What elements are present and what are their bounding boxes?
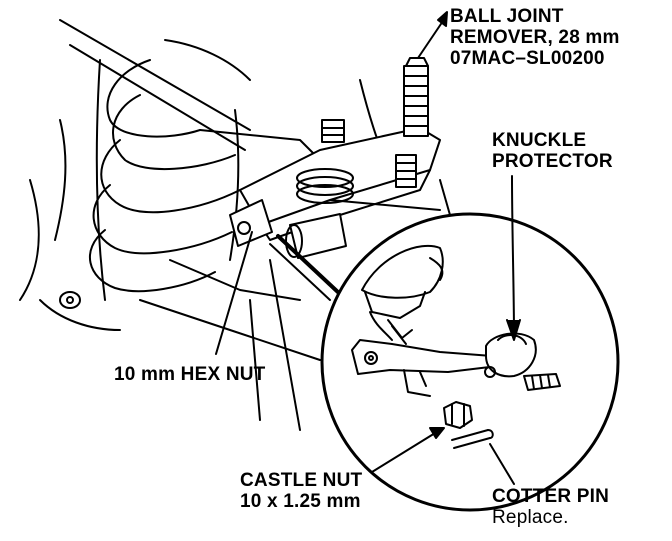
detail-circle	[320, 175, 620, 512]
knuckle-protector-line1: KNUCKLE	[492, 130, 587, 151]
ball-joint-remover-part-number: 07MAC–SL00200	[450, 48, 605, 69]
ball-joint-remover-line2: REMOVER, 28 mm	[450, 27, 620, 48]
cotter-pin-label: COTTER PIN Replace.	[492, 486, 609, 528]
cotter-pin-note: Replace.	[492, 507, 569, 528]
hex-nut-line1: 10 mm HEX NUT	[114, 364, 266, 385]
knuckle-protector-line2: PROTECTOR	[492, 151, 613, 172]
hex-nut-leader-line	[215, 231, 253, 355]
magnifier-connector-lower	[269, 243, 331, 301]
ball-joint-remover-line1: BALL JOINT	[450, 6, 564, 27]
hex-nut-label: 10 mm HEX NUT	[114, 364, 265, 385]
castle-nut-line1: CASTLE NUT	[240, 470, 363, 491]
knuckle-protector-label: KNUCKLE PROTECTOR	[492, 130, 613, 172]
coil-spring-drawing	[19, 39, 251, 331]
cotter-pin-line1: COTTER PIN	[492, 486, 610, 507]
magnifier-connector-upper	[276, 234, 342, 296]
castle-nut-label: CASTLE NUT 10 x 1.25 mm	[240, 470, 362, 512]
ball-joint-remover-label: BALL JOINT REMOVER, 28 mm 07MAC–SL00200	[450, 6, 620, 69]
ball-joint-remover-drawing	[229, 11, 448, 259]
castle-nut-spec: 10 x 1.25 mm	[240, 491, 361, 512]
